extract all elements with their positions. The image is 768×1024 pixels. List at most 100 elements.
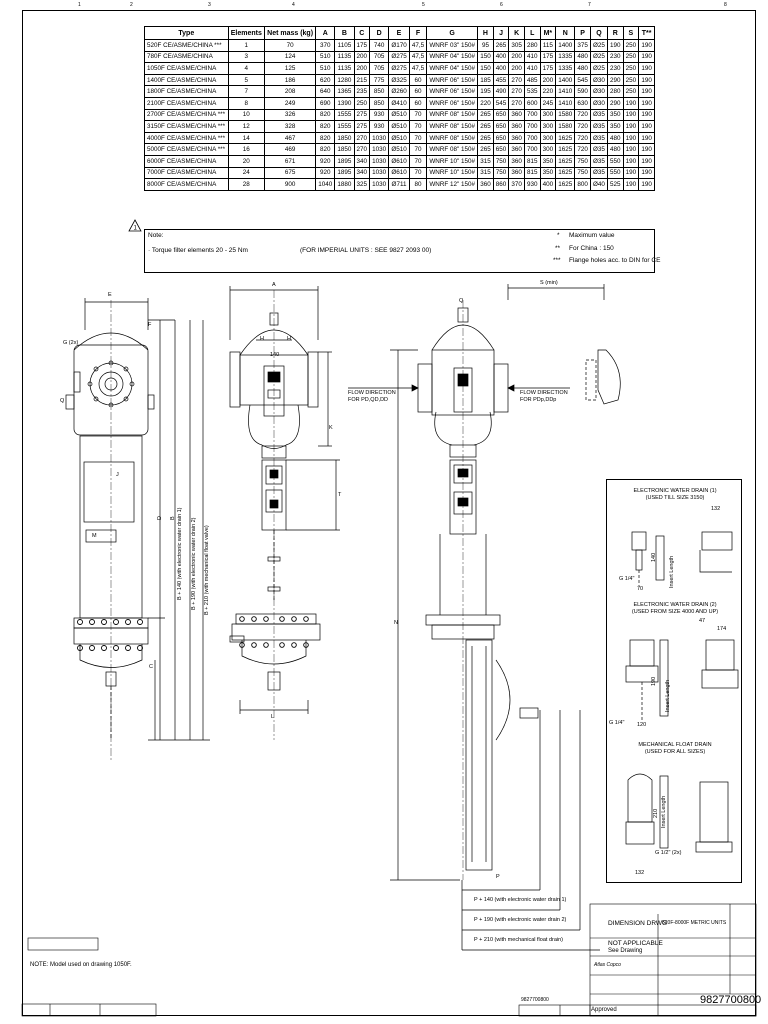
drain1-title: ELECTRONIC WATER DRAIN (1) (USED TILL SI… xyxy=(633,488,717,501)
table-cell: 70 xyxy=(408,120,428,133)
table-cell: Ø35 xyxy=(589,131,608,145)
dim-l: L xyxy=(271,714,275,720)
table-cell: Ø35 xyxy=(589,120,608,133)
drain1-height: 140 xyxy=(651,552,657,562)
table-cell: 930 xyxy=(369,120,390,133)
drain2-insert-length: Insert Length xyxy=(665,679,671,712)
table-cell: 1030 xyxy=(369,166,390,180)
table-cell: Ø35 xyxy=(589,143,608,156)
table-cell: 1850 xyxy=(334,143,355,156)
dim-b: B xyxy=(170,516,176,520)
table-cell: 705 xyxy=(369,50,390,64)
table-cell: 1850 xyxy=(334,131,355,145)
table-cell: 360 xyxy=(508,143,525,156)
title-subtitle: 520F-8000F METRIC UNITS xyxy=(662,920,727,926)
dim-p210: P + 210 (with mechanical float drain) xyxy=(474,937,564,943)
table-cell: 1895 xyxy=(334,166,355,180)
table-cell: Ø25 xyxy=(589,62,608,75)
drain1-width: 132 xyxy=(711,506,721,512)
table-cell: 190 xyxy=(622,143,640,156)
table-cell: 469 xyxy=(263,143,317,156)
table-cell: WNRF 04" 150# xyxy=(426,50,479,64)
column-header: B xyxy=(334,26,355,40)
table-cell: 1 xyxy=(227,39,265,52)
dim-k: K xyxy=(329,425,333,431)
warning-triangle-icon: 1 xyxy=(128,219,142,232)
table-cell: 1625 xyxy=(555,154,576,168)
table-cell: 800 xyxy=(574,178,591,191)
table-cell: 780F CE/ASME/CHINA xyxy=(144,50,229,64)
table-cell: 70 xyxy=(408,143,428,156)
drawing-frame xyxy=(22,10,756,1016)
drain3-thread: G 1/2" (2x) xyxy=(655,850,682,856)
table-cell: 16 xyxy=(227,143,265,156)
table-cell: Ø30 xyxy=(589,96,608,110)
dim-h-right: H xyxy=(287,336,291,342)
table-cell: 14 xyxy=(227,131,265,145)
table-cell: 190 xyxy=(638,39,655,52)
table-cell: 1030 xyxy=(369,143,390,156)
dim-t: T xyxy=(338,492,342,498)
table-cell: 650 xyxy=(492,143,510,156)
dim-a: A xyxy=(272,282,276,288)
table-cell: 190 xyxy=(638,50,655,64)
dim-g2x: G (2x) xyxy=(63,340,79,346)
table-cell: 280 xyxy=(523,39,541,52)
table-cell: 95 xyxy=(477,39,494,52)
table-cell: 1400 xyxy=(555,39,576,52)
table-cell: WNRF 10" 150# xyxy=(426,154,479,168)
table-cell: 175 xyxy=(353,39,371,52)
table-cell: Ø35 xyxy=(589,166,608,180)
table-cell: 1135 xyxy=(334,50,355,64)
table-cell: 1105 xyxy=(334,39,355,52)
dim-m: M xyxy=(92,533,97,539)
note-star1: Maximum value xyxy=(569,232,615,239)
dim-e: E xyxy=(108,292,112,298)
table-cell: 1030 xyxy=(369,178,390,191)
table-cell: Ø510 xyxy=(388,131,410,145)
dim-p190: P + 190 (with electronic water drain 2) xyxy=(474,917,567,923)
table-cell: 190 xyxy=(638,154,655,168)
column-header: F xyxy=(408,26,428,40)
drain3-base: 132 xyxy=(635,870,645,876)
dim-b210: B + 210 (with mechanical float valve) xyxy=(204,525,210,615)
drain2-width-174: 174 xyxy=(717,626,727,632)
drain2-width-47: 47 xyxy=(699,618,706,624)
table-cell: 1580 xyxy=(555,120,576,133)
table-cell: WNRF 12" 150# xyxy=(426,178,479,191)
table-cell: 190 xyxy=(638,178,655,191)
table-cell: 47,5 xyxy=(408,39,428,52)
table-cell: 70 xyxy=(408,154,428,168)
table-cell: 190 xyxy=(638,120,655,133)
column-header: E xyxy=(388,26,410,40)
dim-p: P xyxy=(496,874,500,880)
table-cell: 5000F CE/ASME/CHINA *** xyxy=(144,143,229,156)
column-header: Elements xyxy=(227,26,265,40)
not-applicable: NOT APPLICABLE xyxy=(608,940,663,947)
table-cell: 60 xyxy=(408,85,428,98)
drain2-thread: G 1/4" xyxy=(609,720,625,726)
table-cell: Ø25 xyxy=(589,39,608,52)
table-cell: Ø25 xyxy=(589,50,608,64)
dim-b140: B + 140 (with electronic water drain 1) xyxy=(177,507,183,600)
table-cell: 190 xyxy=(638,131,655,145)
column-header: P xyxy=(574,26,591,40)
drain2-height: 190 xyxy=(651,676,657,686)
table-cell: WNRF 03" 150# xyxy=(426,39,479,52)
drain1-base: 70 xyxy=(637,586,644,592)
table-cell: 190 xyxy=(638,85,655,98)
table-cell: 1625 xyxy=(555,178,576,191)
table-cell: 265 xyxy=(477,131,494,145)
dim-s-min: S (min) xyxy=(540,280,558,286)
column-header: Q xyxy=(589,26,608,40)
